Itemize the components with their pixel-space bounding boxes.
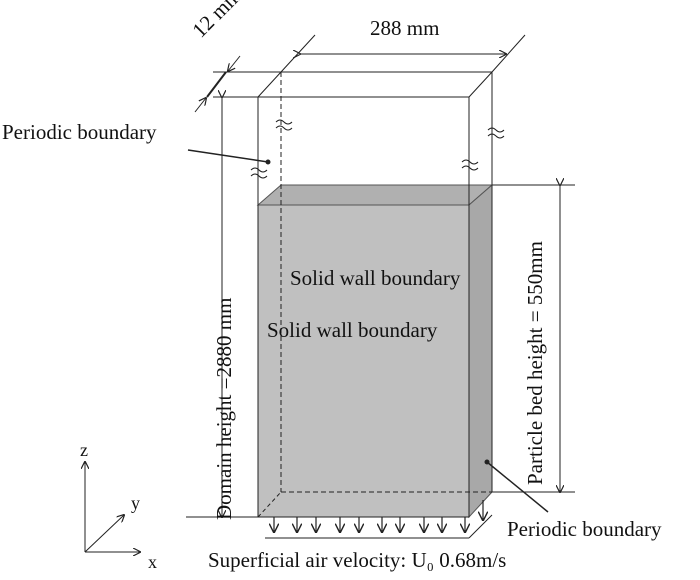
bed-front-face bbox=[257, 204, 470, 518]
domain-front-face bbox=[257, 96, 470, 518]
air-inlet-arrows bbox=[274, 500, 483, 532]
width-label: 288 mm bbox=[370, 16, 440, 40]
solid-wall-label-back: Solid wall boundary bbox=[290, 266, 461, 290]
periodic-boundary-bottom-label: Periodic boundary bbox=[507, 517, 662, 541]
velocity-label: Superficial air velocity: U₀ 0.68m/s bbox=[208, 548, 507, 572]
bed-top-face bbox=[256, 184, 494, 206]
periodic-boundary-top-label: Periodic boundary bbox=[2, 120, 157, 144]
bed-side-face bbox=[468, 183, 493, 519]
axis-x-label: x bbox=[148, 552, 157, 572]
domain-height-label: Domain height =2880 mm bbox=[212, 297, 236, 520]
solid-wall-label-front: Solid wall boundary bbox=[267, 318, 438, 342]
axis-y-label: y bbox=[131, 493, 140, 513]
bed-height-label: Particle bed height = 550mm bbox=[523, 241, 547, 485]
break-symbols bbox=[250, 119, 505, 179]
axis-z-label: z bbox=[80, 440, 88, 460]
